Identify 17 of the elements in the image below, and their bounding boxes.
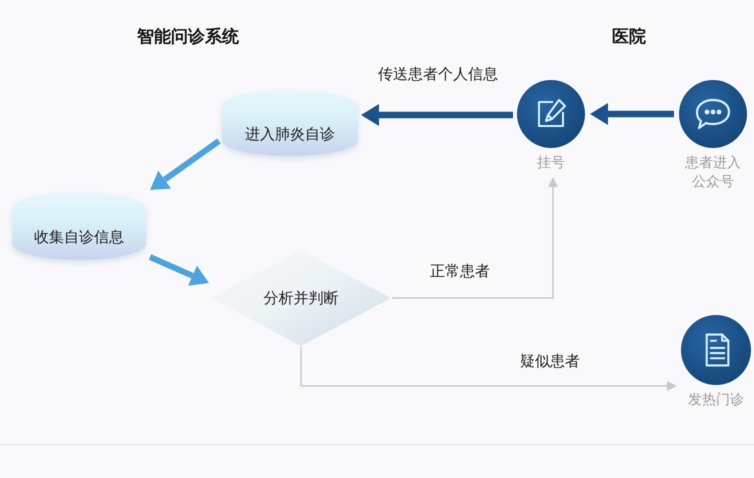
edge-label: 疑似患者 [518,353,582,371]
process-box: 进入肺炎自诊 [222,90,358,156]
arrow [590,103,674,125]
arrow [392,177,558,299]
edge-label: 正常患者 [428,263,492,281]
arrow [150,138,221,190]
node-label: 患者进入公众号 [684,153,742,191]
process-box: 收集自诊信息 [12,192,146,260]
node-label: 分析并判断 [262,290,340,308]
arrow [148,254,209,286]
section-heading: 医院 [612,27,646,47]
edge-label: 传送患者个人信息 [376,66,500,84]
arrow [361,104,513,126]
node-label: 发热门诊 [687,390,745,409]
node-label: 挂号 [536,153,566,172]
arrow [300,347,677,391]
title: 智能问诊系统 [137,27,239,47]
